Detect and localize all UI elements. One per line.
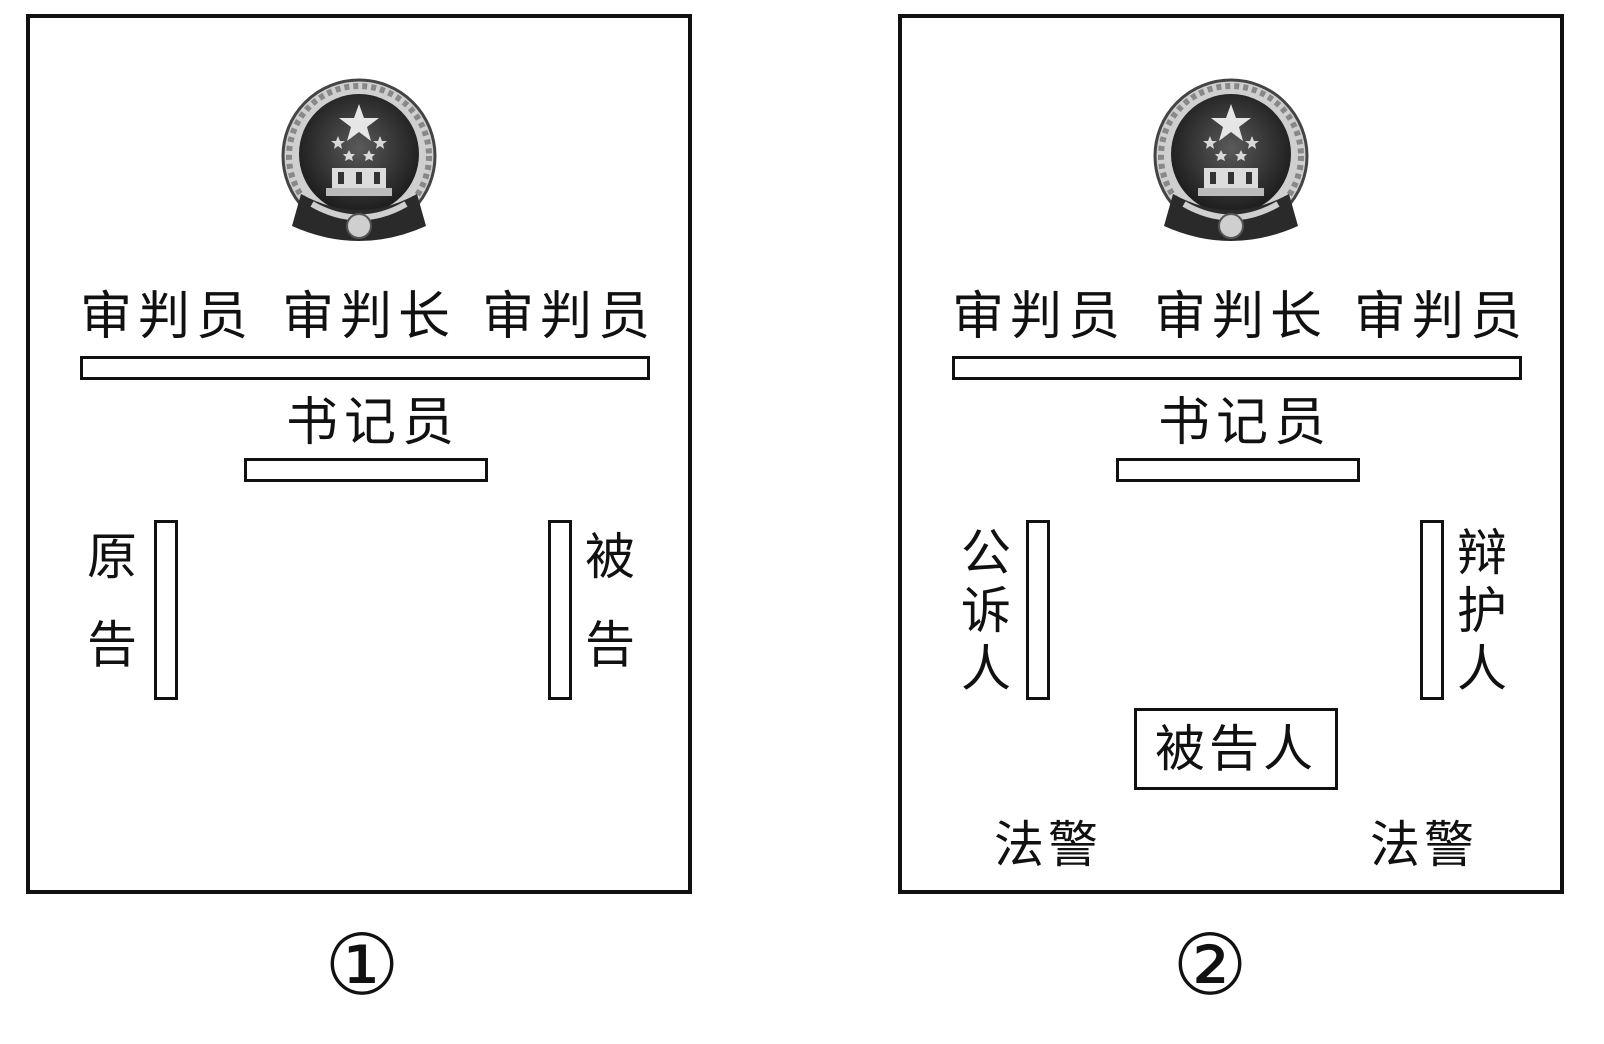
courtroom-layout-criminal: 审判员 审判长 审判员 书记员 公 诉 人 辩 护 人 被告人 法警 法警 — [898, 14, 1564, 894]
presiding-judge-label: 审判长 — [282, 287, 457, 347]
presiding-judge-label: 审判长 — [1154, 287, 1329, 347]
plaintiff-label: 原 告 — [84, 522, 140, 698]
clerk-desk — [1116, 458, 1360, 482]
prosecutor-char: 诉 — [961, 582, 1011, 640]
clerk-desk — [244, 458, 488, 482]
defense-counsel-char: 护 — [1457, 582, 1507, 640]
defendant-char: 被 — [585, 528, 635, 586]
national-emblem-icon — [276, 76, 442, 252]
bailiff-left-label: 法警 — [994, 816, 1102, 874]
defendant-desk — [548, 520, 572, 700]
national-emblem-graphic — [281, 78, 437, 241]
defense-counsel-char: 辩 — [1457, 524, 1507, 582]
prosecutor-char: 公 — [961, 524, 1011, 582]
plaintiff-desk — [154, 520, 178, 700]
defendant-label: 被 告 — [582, 522, 638, 698]
defense-counsel-label: 辩 护 人 — [1454, 524, 1510, 698]
prosecutor-char: 人 — [961, 640, 1011, 698]
courtroom-layout-civil: 审判员 审判长 审判员 书记员 原 告 被 告 — [26, 14, 692, 894]
plaintiff-char: 告 — [87, 616, 137, 674]
judge-right-label: 审判员 — [1354, 287, 1529, 347]
judges-bench — [80, 356, 650, 380]
national-emblem-graphic — [1153, 78, 1309, 241]
panel-caption-2: ② — [1172, 916, 1248, 1014]
panel-caption-1: ① — [324, 916, 400, 1014]
prosecutor-label: 公 诉 人 — [958, 524, 1014, 698]
prosecutor-desk — [1026, 520, 1050, 700]
plaintiff-char: 原 — [87, 528, 137, 586]
clerk-label: 书记员 — [286, 393, 461, 453]
national-emblem-icon — [1148, 76, 1314, 252]
judge-right-label: 审判员 — [482, 287, 657, 347]
judge-left-label: 审判员 — [952, 287, 1127, 347]
defendant-char: 告 — [585, 616, 635, 674]
defense-counsel-desk — [1420, 520, 1444, 700]
judges-bench — [952, 356, 1522, 380]
clerk-label: 书记员 — [1158, 393, 1333, 453]
judges-row: 审判员 审判长 审判员 — [80, 282, 650, 352]
judge-left-label: 审判员 — [80, 287, 255, 347]
defendant-dock: 被告人 — [1134, 708, 1338, 790]
defense-counsel-char: 人 — [1457, 640, 1507, 698]
bailiff-right-label: 法警 — [1370, 816, 1478, 874]
judges-row: 审判员 审判长 审判员 — [952, 282, 1522, 352]
